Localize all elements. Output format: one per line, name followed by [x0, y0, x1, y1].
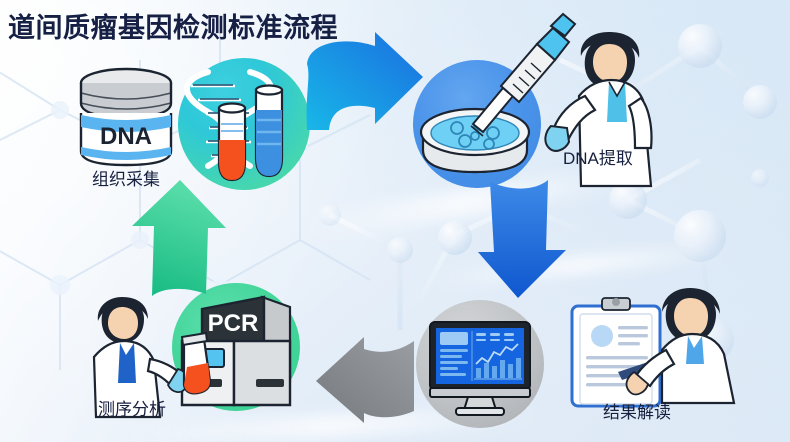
step-label-sequencing-analysis: 测序分析	[98, 400, 166, 419]
step-label-tissue-collection: 组织采集	[92, 170, 160, 189]
pcr-machine-label: PCR	[208, 310, 259, 337]
dna-jar-icon: DNA	[79, 67, 173, 167]
dna-helix-test-tubes-icon	[184, 69, 284, 182]
step-label-dna-extraction: DNA提取	[563, 149, 633, 168]
petri-dish-pipette-icon	[419, 12, 653, 188]
step-label-result-interpretation: 结果解读	[603, 403, 671, 422]
monitor-dashboard-icon	[429, 321, 531, 416]
step-tissue-collection[interactable]: DNA 组织采集	[56, 55, 196, 189]
arrow-sequencing-to-collection	[132, 180, 226, 296]
step-result-interpretation[interactable]: 结果解读	[562, 288, 747, 422]
pcr-machine-icon: PCR	[92, 295, 292, 419]
background-streak-2	[429, 240, 731, 290]
arrow-extraction-to-analysis	[478, 180, 566, 298]
arrow-collection-to-extraction	[306, 32, 423, 130]
arrow-analysis-to-sequencing	[316, 337, 414, 423]
clipboard-report-icon	[570, 288, 736, 408]
page-title: 道间质瘤基因检测标准流程	[8, 13, 338, 43]
dna-jar-label: DNA	[100, 123, 152, 150]
